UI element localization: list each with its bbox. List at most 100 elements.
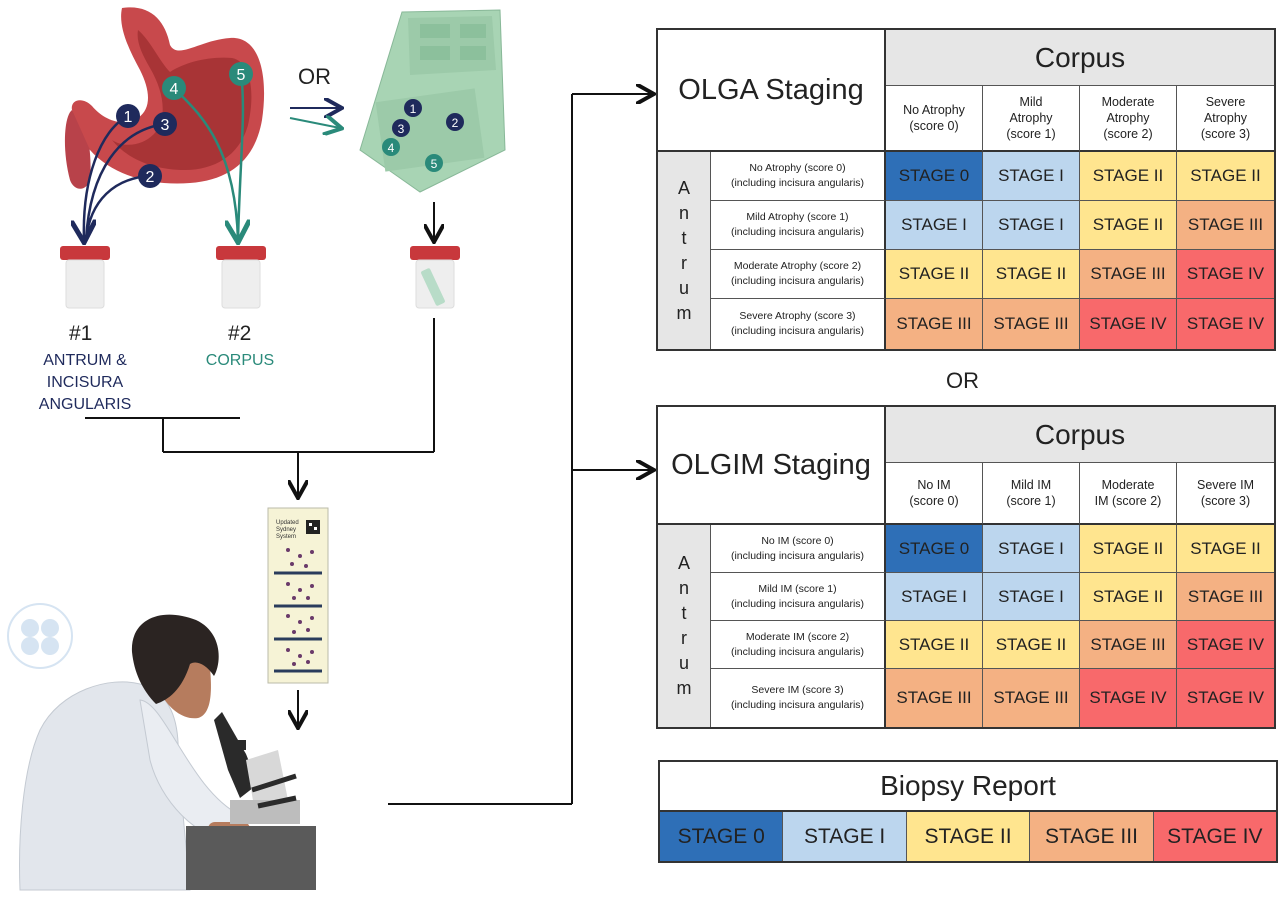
antrum-letter: A xyxy=(677,553,690,573)
biopsy-point-3 xyxy=(153,112,177,136)
row-header-line: Moderate IM (score 2) xyxy=(745,630,850,643)
jar-2-site-label: CORPUS xyxy=(205,352,275,369)
cassette-point-label: 5 xyxy=(431,157,438,171)
olgim-stage-cell: STAGE IV xyxy=(1177,669,1274,727)
antrum-letter: t xyxy=(681,227,687,248)
slide-label-line: Updated xyxy=(276,520,299,526)
olga-stage-cell: STAGE IV xyxy=(1177,299,1274,349)
olgim-stage-cell: STAGE III xyxy=(1080,621,1177,669)
microscope-slide xyxy=(267,507,329,684)
biopsy-point-label: 4 xyxy=(170,81,179,98)
olga-stage-cell: STAGE III xyxy=(1080,250,1177,299)
olgim-stage-cell: STAGE II xyxy=(1080,525,1177,573)
cassette-point-label: 2 xyxy=(452,116,459,130)
olgim-corpus-header: Corpus xyxy=(886,407,1274,463)
olgim-column-header: No IM (score 0) xyxy=(886,463,983,525)
column-header-line: (score 3) xyxy=(1200,127,1251,141)
row-header-line: (including incisura angularis) xyxy=(730,549,865,562)
biopsy-point-label: 5 xyxy=(237,67,246,84)
olgim-stage-cell: STAGE IV xyxy=(1080,669,1177,727)
olga-stage-cell: STAGE III xyxy=(886,299,983,349)
slide-label-line: System xyxy=(276,534,296,540)
report-stage-2: STAGE II xyxy=(906,812,1031,861)
cassette-point-label: 4 xyxy=(388,141,395,155)
report-stage-4: STAGE IV xyxy=(1153,812,1277,861)
column-header-line: (score 0) xyxy=(909,119,959,133)
antrum-letter: u xyxy=(678,277,689,298)
row-header-line: (including incisura angularis) xyxy=(730,226,865,238)
row-header-line: (including incisura angularis) xyxy=(730,275,865,287)
antrum-letter: n xyxy=(678,202,689,223)
biopsy-point-5 xyxy=(229,62,253,86)
olgim-title: OLGIM Staging xyxy=(658,407,886,525)
olgim-row-header: No IM (score 0) (including incisura angul… xyxy=(711,525,886,573)
row-header-line: (including incisura angularis) xyxy=(730,645,865,658)
row-header-line: (including incisura angularis) xyxy=(730,177,865,189)
olgim-stage-cell: STAGE II xyxy=(1080,573,1177,621)
biopsy-point-label: 1 xyxy=(124,109,133,126)
olga-stage-cell: STAGE I xyxy=(983,152,1080,201)
row-header-line: Severe IM (score 3) xyxy=(751,684,844,696)
olgim-stage-cell: STAGE III xyxy=(983,669,1080,727)
olgim-stage-cell: STAGE 0 xyxy=(886,525,983,573)
olgim-stage-cell: STAGE III xyxy=(1177,573,1274,621)
column-header-line: (score 1) xyxy=(1006,494,1056,508)
column-header-line: Mild xyxy=(1019,95,1043,109)
antrum-letter: t xyxy=(681,603,687,623)
row-header-line: Mild Atrophy (score 1) xyxy=(746,211,849,223)
biopsy-point-4 xyxy=(162,76,186,100)
column-header-line: (score 1) xyxy=(1006,127,1056,141)
row-header-line: (including incisura angularis) xyxy=(730,325,865,337)
logo-icon xyxy=(7,603,73,669)
olgim-stage-cell: STAGE I xyxy=(983,573,1080,621)
antrum-letter: m xyxy=(676,678,692,698)
column-header-line: (score 2) xyxy=(1103,127,1153,141)
column-header-line: (score 3) xyxy=(1200,494,1251,508)
report-stage-3: STAGE III xyxy=(1030,812,1154,861)
olgim-stage-cell: STAGE IV xyxy=(1177,621,1274,669)
report-stage-0: STAGE 0 xyxy=(660,812,784,861)
olga-stage-cell: STAGE II xyxy=(983,250,1080,299)
biopsy-point-2 xyxy=(138,164,162,188)
column-header-line: IM (score 2) xyxy=(1094,494,1162,508)
column-header-line: Moderate xyxy=(1101,95,1155,109)
olgim-column-header: Severe IM(score 3) xyxy=(1177,463,1274,525)
olga-row-header: Severe Atrophy (score 3) (including incis… xyxy=(711,299,886,349)
olga-row-header: Mild Atrophy (score 1) (including incisur… xyxy=(711,201,886,250)
olgim-column-header: Mild IM(score 1) xyxy=(983,463,1080,525)
cassette-point-label: 1 xyxy=(410,102,417,116)
olga-stage-cell: STAGE II xyxy=(1080,152,1177,201)
row-header-line: (including incisura angularis) xyxy=(730,699,865,711)
cassette-point-label: 3 xyxy=(398,122,405,136)
or-label-top: OR xyxy=(298,64,331,89)
olga-stage-cell: STAGE II xyxy=(886,250,983,299)
column-header-line: Severe xyxy=(1205,95,1246,109)
olgim-staging-table: OLGIM Staging Corpus No IM (score 0) Mild … xyxy=(656,405,1276,729)
column-header-line: (score 0) xyxy=(909,494,959,508)
column-header-line: Moderate xyxy=(1101,478,1155,492)
olga-row-header: No Atrophy (score 0) (including incisura … xyxy=(711,152,886,201)
column-header-line: Atrophy xyxy=(1106,111,1150,125)
column-header-line: Atrophy xyxy=(1009,111,1053,125)
olgim-stage-cell: STAGE I xyxy=(983,525,1080,573)
specimen-jar-3 xyxy=(410,246,460,309)
olga-column-header: No Atrophy(score 0) xyxy=(886,86,983,152)
olgim-row-header: Severe IM (score 3) (including incisura a… xyxy=(711,669,886,727)
antrum-letter: r xyxy=(681,628,687,648)
column-header-line: No IM xyxy=(917,478,951,492)
olga-corpus-header: Corpus xyxy=(886,30,1274,86)
jar-1-site-line: INCISURA ANGULARIS xyxy=(38,374,132,413)
olgim-stage-cell: STAGE II xyxy=(886,621,983,669)
biopsy-point-label: 2 xyxy=(146,169,155,186)
row-header-line: No IM (score 0) xyxy=(761,534,834,547)
row-header-line: No Atrophy (score 0) xyxy=(749,162,846,174)
pathologist-illustration xyxy=(19,614,316,891)
olgim-stage-cell: STAGE III xyxy=(886,669,983,727)
row-header-line: Severe Atrophy (score 3) xyxy=(739,310,856,322)
row-header-line: Moderate Atrophy (score 2) xyxy=(733,260,862,272)
